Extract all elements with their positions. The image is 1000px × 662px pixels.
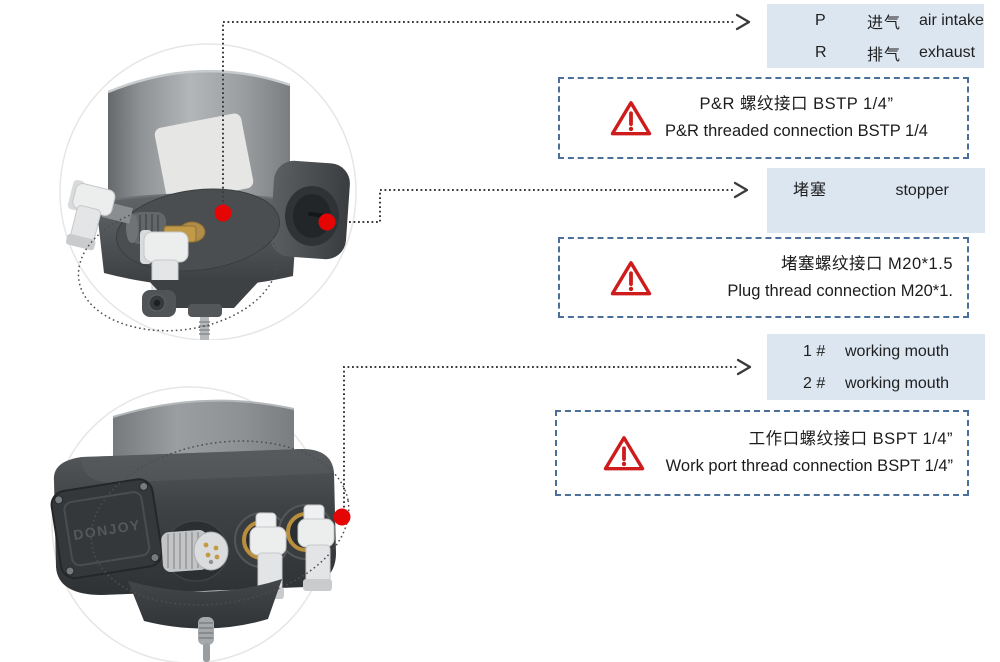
working-port-row-1: 1 # working mouth <box>767 336 985 368</box>
plug-thread-warning-box: 堵塞螺纹接口 M20*1.5 Plug thread connection M2… <box>558 237 969 318</box>
warning-line-zh: P&R 螺纹接口 BSTP 1/4” <box>699 95 894 113</box>
port-row-r: R 排气 exhaust <box>767 37 984 69</box>
warning-line-en: P&R threaded connection BSTP 1/4 <box>665 122 928 140</box>
plug-boss <box>270 160 350 260</box>
port-row-p: P 进气 air intake <box>767 5 984 37</box>
arrow-right-icon <box>733 181 749 199</box>
warning-icon <box>610 260 652 295</box>
detail-ellipse <box>77 202 279 332</box>
port-en-label: exhaust <box>919 44 976 61</box>
port-zh-label: 进气 <box>867 15 902 32</box>
stopper-zh-label: 堵塞 <box>793 182 828 199</box>
bottom-collar-and-cable <box>128 579 282 662</box>
nameplate: DONJOY <box>50 478 164 580</box>
actuator-cylinder <box>107 69 291 206</box>
port-code: R <box>815 44 827 61</box>
working-port-number: 2 # <box>803 375 826 392</box>
warning-line-en: Plug thread connection M20*1. <box>727 281 953 300</box>
leader-stopper <box>331 181 749 223</box>
warning-text: P&R 螺纹接口 BSTP 1/4” P&R threaded connecti… <box>652 91 967 145</box>
actuator-illustration-bottom: DONJOY <box>50 386 350 662</box>
work-port-thread-warning-box: 工作口螺纹接口 BSPT 1/4” Work port thread conne… <box>555 410 969 496</box>
stopper-label-box: 堵塞 stopper <box>767 168 985 233</box>
warning-line-en: Work port thread connection BSPT 1/4” <box>665 457 953 475</box>
arrow-right-icon <box>735 13 751 31</box>
m12-connector <box>161 520 229 582</box>
bottom-stem <box>142 280 260 340</box>
pr-thread-warning-box: P&R 螺纹接口 BSTP 1/4” P&R threaded connecti… <box>558 77 969 159</box>
working-fitting-2 <box>297 504 335 591</box>
actuator-illustration-top <box>59 43 357 340</box>
working-port-label: working mouth <box>845 375 950 392</box>
working-port-number: 1 # <box>803 343 826 360</box>
port-code: P <box>815 12 826 29</box>
working-ports-label-box: 1 # working mouth 2 # working mouth <box>767 334 985 400</box>
warning-text: 工作口螺纹接口 BSPT 1/4” Work port thread conne… <box>645 426 967 480</box>
air-intake-exhaust-label-box: P 进气 air intake R 排气 exhaust <box>767 4 984 68</box>
stopper-en-label: stopper <box>895 182 949 199</box>
warning-line-zh: 工作口螺纹接口 BSPT 1/4” <box>748 430 953 448</box>
port-en-label: air intake <box>919 12 984 29</box>
working-port-row-2: 2 # working mouth <box>767 368 985 400</box>
warning-icon <box>603 436 645 471</box>
warning-text: 堵塞螺纹接口 M20*1.5 Plug thread connection M2… <box>652 251 967 305</box>
working-port-label: working mouth <box>845 343 950 360</box>
warning-line-zh: 堵塞螺纹接口 M20*1.5 <box>780 254 953 273</box>
air-fitting-left <box>65 179 133 251</box>
arrow-right-icon <box>736 358 752 376</box>
port-zh-label: 排气 <box>867 47 902 64</box>
warning-icon <box>610 101 652 136</box>
